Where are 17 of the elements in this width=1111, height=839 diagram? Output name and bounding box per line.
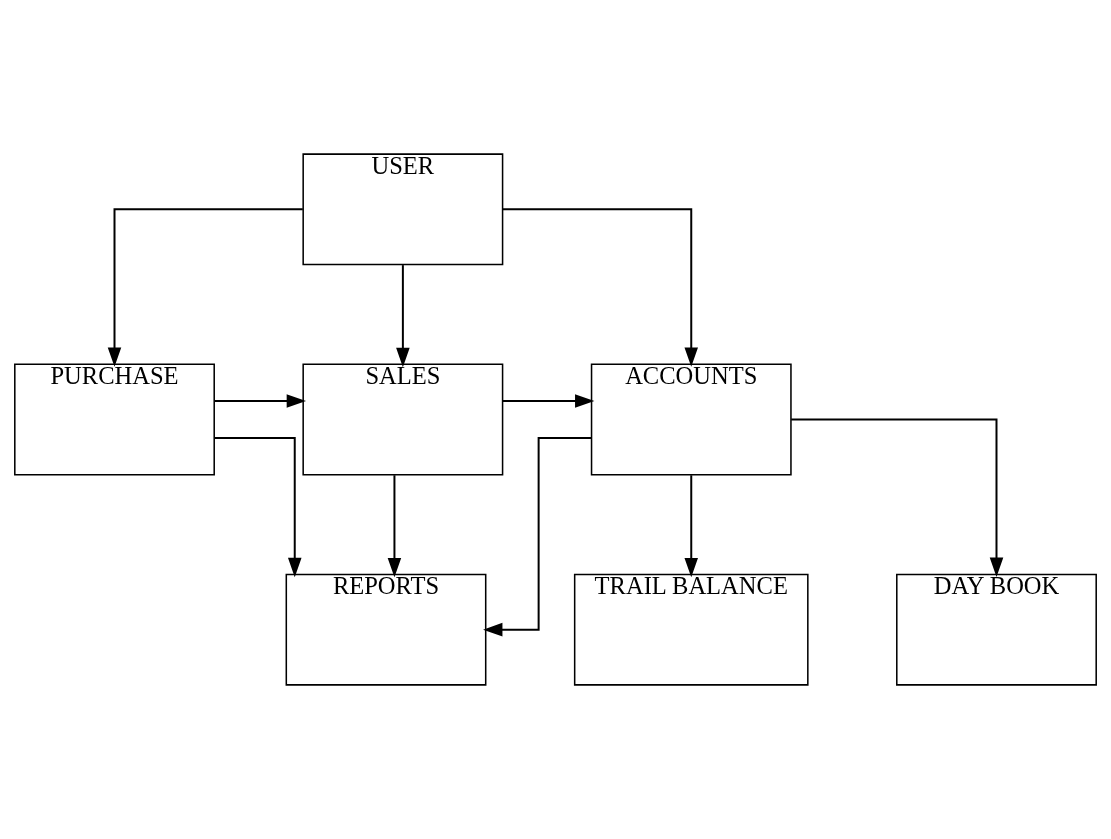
arrow [501,394,595,408]
arrow [387,474,402,578]
node-box: SALES [302,363,504,476]
arrow [483,436,593,637]
node-box: TRAIL BALANCE [573,573,809,686]
node-box: USER [302,153,504,266]
arrow [213,394,306,408]
arrow [790,418,1004,577]
arrow [107,208,304,367]
arrow [396,264,410,368]
arrow [501,208,699,367]
arrow [213,436,302,578]
node-box: REPORTS [285,573,487,686]
node-box: DAY BOOK [896,573,1097,686]
arrow [684,474,699,578]
node-box: PURCHASE [14,363,215,476]
node-box: ACCOUNTS [590,363,792,476]
